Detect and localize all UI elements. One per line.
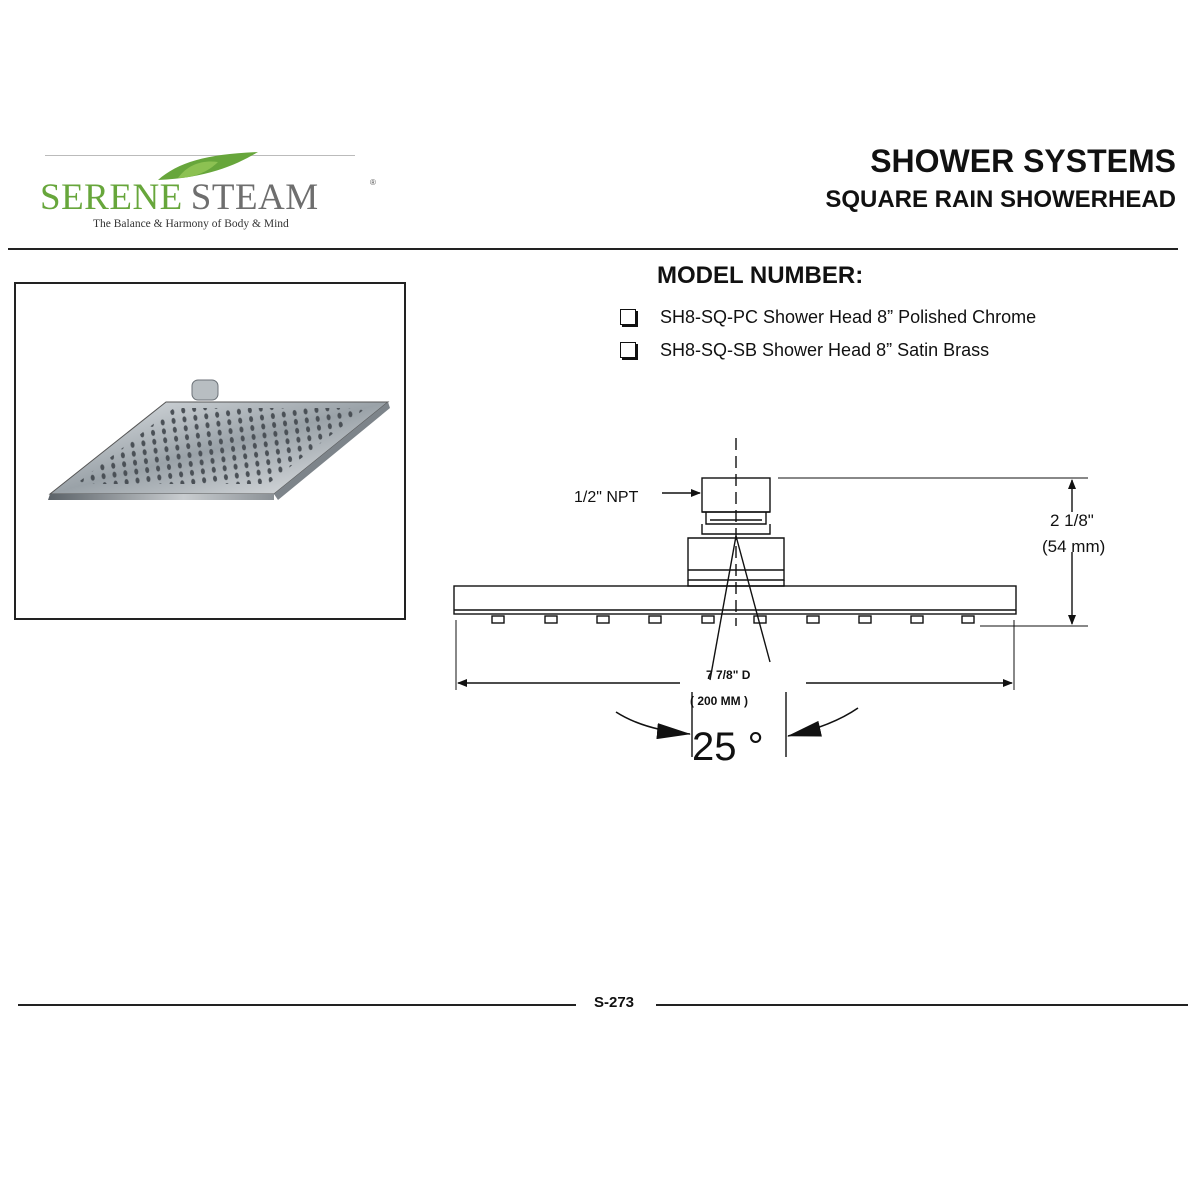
spray-line-right [735,535,771,663]
spray-angle-label: 25 ° [692,725,764,769]
model-option-label: SH8-SQ-SB Shower Head 8” Satin Brass [660,339,990,360]
angle-arrow-right [787,707,859,737]
page-title: SHOWER SYSTEMS [870,143,1176,179]
logo-top-rule [45,155,355,156]
model-option-sb[interactable]: SH8-SQ-SB Shower Head 8” Satin Brass [620,339,989,361]
checkbox-square[interactable] [620,342,636,358]
brand-name-part2: STEAM [190,177,319,218]
model-option-pc[interactable]: SH8-SQ-PC Shower Head 8” Polished Chrome [620,306,1036,328]
height-label: 2 1/8" [1050,511,1094,530]
nozzles [491,615,975,624]
registered-mark: ® [370,178,376,187]
technical-drawing: 1/2" NPT 2 1/8" (54 mm) 7 7/8" D ( 200 M… [453,438,1105,769]
connector-neck [705,512,767,525]
footer-rule-right [656,1004,1188,1006]
shower-plate [453,585,1017,615]
checkbox-square[interactable] [620,309,636,325]
angle-arrow-left [615,711,691,740]
brand-tagline: The Balance & Harmony of Body & Mind [93,218,289,230]
product-photo [14,282,406,620]
width-metric-label: ( 200 MM ) [690,694,748,708]
showerhead-illustration [48,379,390,500]
page-number: S-273 [594,994,635,1011]
footer-rule-left [18,1004,576,1006]
leaf-icon [158,152,258,180]
spray-line-left [709,535,737,681]
npt-label: 1/2" NPT [574,489,639,506]
model-option-label: SH8-SQ-PC Shower Head 8” Polished Chrome [660,306,1037,327]
header-divider [8,248,1178,250]
height-metric-label: (54 mm) [1042,537,1105,556]
page-subtitle: SQUARE RAIN SHOWERHEAD [825,186,1176,213]
width-label: 7 7/8" D [706,668,751,682]
brand-name-part1: SERENE [40,177,183,218]
model-number-heading: MODEL NUMBER: [657,262,864,289]
